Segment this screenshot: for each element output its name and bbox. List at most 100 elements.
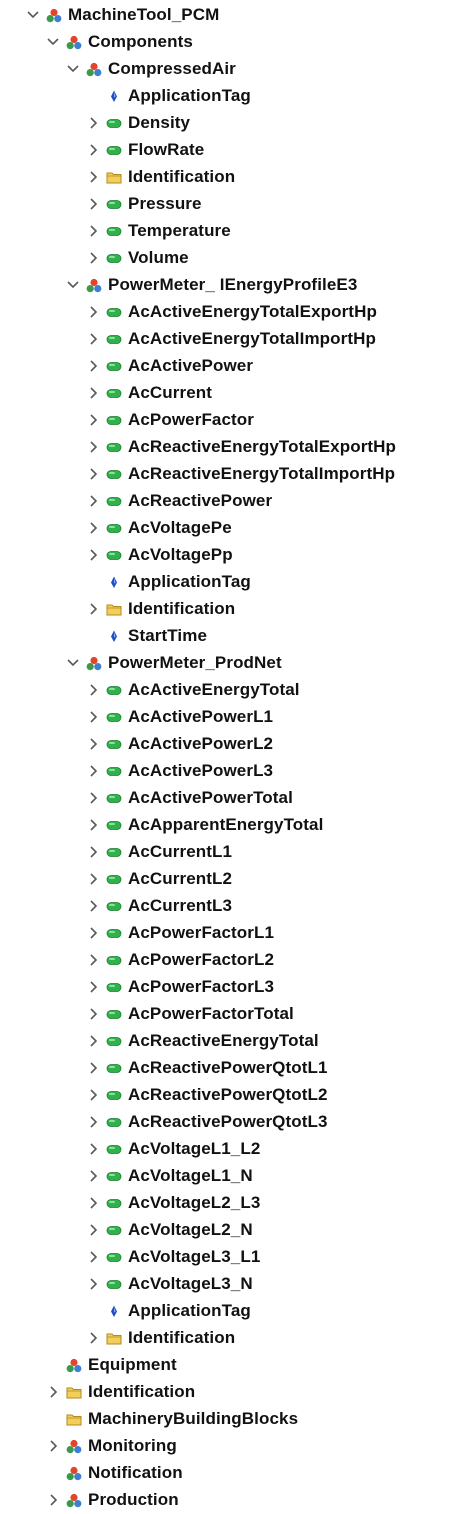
tree-node[interactable]: CompressedAir (0, 56, 469, 83)
chevron-right-icon[interactable] (86, 116, 100, 130)
chevron-right-icon[interactable] (86, 1034, 100, 1048)
tree-node[interactable]: Pressure (0, 191, 469, 218)
chevron-right-icon[interactable] (86, 953, 100, 967)
tree-node[interactable]: AcActivePower (0, 353, 469, 380)
tree-node[interactable]: ApplicationTag (0, 569, 469, 596)
chevron-right-icon[interactable] (86, 1331, 100, 1345)
chevron-right-icon[interactable] (86, 332, 100, 346)
tree-node[interactable]: AcVoltageL3_L1 (0, 1244, 469, 1271)
chevron-right-icon[interactable] (86, 899, 100, 913)
chevron-right-icon[interactable] (86, 1007, 100, 1021)
chevron-right-icon[interactable] (86, 1061, 100, 1075)
chevron-right-icon[interactable] (86, 710, 100, 724)
tree-node[interactable]: FlowRate (0, 137, 469, 164)
chevron-right-icon[interactable] (86, 224, 100, 238)
tree-node[interactable]: AcVoltageL1_L2 (0, 1136, 469, 1163)
chevron-right-icon[interactable] (46, 1493, 60, 1507)
chevron-right-icon[interactable] (86, 1196, 100, 1210)
chevron-right-icon[interactable] (86, 791, 100, 805)
chevron-right-icon[interactable] (86, 1250, 100, 1264)
tree-node[interactable]: Identification (0, 164, 469, 191)
chevron-down-icon[interactable] (26, 8, 40, 22)
chevron-right-icon[interactable] (86, 845, 100, 859)
chevron-down-icon[interactable] (66, 62, 80, 76)
chevron-right-icon[interactable] (86, 737, 100, 751)
tree-node[interactable]: AcPowerFactorL3 (0, 974, 469, 1001)
tree-node[interactable]: AcPowerFactor (0, 407, 469, 434)
chevron-right-icon[interactable] (86, 548, 100, 562)
chevron-right-icon[interactable] (86, 818, 100, 832)
chevron-right-icon[interactable] (86, 386, 100, 400)
chevron-right-icon[interactable] (86, 926, 100, 940)
chevron-right-icon[interactable] (86, 764, 100, 778)
chevron-right-icon[interactable] (86, 980, 100, 994)
tree-node[interactable]: AcCurrentL1 (0, 839, 469, 866)
tree-node[interactable]: AcPowerFactorTotal (0, 1001, 469, 1028)
tree-node[interactable]: Components (0, 29, 469, 56)
chevron-right-icon[interactable] (86, 1169, 100, 1183)
chevron-right-icon[interactable] (86, 494, 100, 508)
tree-node[interactable]: AcReactiveEnergyTotalImportHp (0, 461, 469, 488)
chevron-right-icon[interactable] (86, 1115, 100, 1129)
chevron-right-icon[interactable] (86, 143, 100, 157)
tree-node[interactable]: Temperature (0, 218, 469, 245)
chevron-right-icon[interactable] (86, 602, 100, 616)
tree-node[interactable]: AcActiveEnergyTotal (0, 677, 469, 704)
chevron-down-icon[interactable] (46, 35, 60, 49)
tree-node[interactable]: AcCurrent (0, 380, 469, 407)
tree-node[interactable]: AcActiveEnergyTotalExportHp (0, 299, 469, 326)
chevron-right-icon[interactable] (46, 1385, 60, 1399)
tree-node[interactable]: ApplicationTag (0, 1298, 469, 1325)
tree-node[interactable]: AcReactivePowerQtotL3 (0, 1109, 469, 1136)
tree-node[interactable]: AcReactivePower (0, 488, 469, 515)
chevron-right-icon[interactable] (86, 1088, 100, 1102)
tree-node[interactable]: Density (0, 110, 469, 137)
tree-node[interactable]: MachineryBuildingBlocks (0, 1406, 469, 1433)
chevron-right-icon[interactable] (86, 521, 100, 535)
tree-node[interactable]: Production (0, 1487, 469, 1514)
chevron-right-icon[interactable] (86, 1142, 100, 1156)
tree-node[interactable]: AcPowerFactorL2 (0, 947, 469, 974)
tree-node[interactable]: AcVoltageL3_N (0, 1271, 469, 1298)
chevron-down-icon[interactable] (66, 656, 80, 670)
tree-node[interactable]: AcReactiveEnergyTotal (0, 1028, 469, 1055)
tree-node[interactable]: MachineTool_PCM (0, 2, 469, 29)
chevron-right-icon[interactable] (86, 251, 100, 265)
tree-node[interactable]: AcVoltageL2_N (0, 1217, 469, 1244)
tree-node[interactable]: AcActivePowerL1 (0, 704, 469, 731)
tree-node[interactable]: AcActivePowerL2 (0, 731, 469, 758)
chevron-right-icon[interactable] (86, 683, 100, 697)
tree-node[interactable]: AcVoltageL1_N (0, 1163, 469, 1190)
tree-node[interactable]: StartTime (0, 623, 469, 650)
tree-node[interactable]: AcActivePowerL3 (0, 758, 469, 785)
chevron-right-icon[interactable] (86, 170, 100, 184)
tree-node[interactable]: AcVoltagePp (0, 542, 469, 569)
tree-node[interactable]: AcReactiveEnergyTotalExportHp (0, 434, 469, 461)
tree-node[interactable]: PowerMeter_ IEnergyProfileE3 (0, 272, 469, 299)
tree-node[interactable]: AcPowerFactorL1 (0, 920, 469, 947)
chevron-right-icon[interactable] (86, 413, 100, 427)
chevron-right-icon[interactable] (86, 872, 100, 886)
tree-node[interactable]: AcCurrentL2 (0, 866, 469, 893)
tree-node[interactable]: AcVoltagePe (0, 515, 469, 542)
tree-node[interactable]: Volume (0, 245, 469, 272)
tree-node[interactable]: ApplicationTag (0, 83, 469, 110)
tree-node[interactable]: Identification (0, 1379, 469, 1406)
tree-node[interactable]: AcReactivePowerQtotL2 (0, 1082, 469, 1109)
tree-node[interactable]: Identification (0, 596, 469, 623)
chevron-right-icon[interactable] (86, 467, 100, 481)
tree-node[interactable]: AcActivePowerTotal (0, 785, 469, 812)
chevron-down-icon[interactable] (66, 278, 80, 292)
tree-node[interactable]: AcCurrentL3 (0, 893, 469, 920)
chevron-right-icon[interactable] (86, 359, 100, 373)
chevron-right-icon[interactable] (86, 440, 100, 454)
chevron-right-icon[interactable] (46, 1439, 60, 1453)
tree-node[interactable]: Identification (0, 1325, 469, 1352)
chevron-right-icon[interactable] (86, 305, 100, 319)
tree-node[interactable]: AcReactivePowerQtotL1 (0, 1055, 469, 1082)
tree-node[interactable]: Equipment (0, 1352, 469, 1379)
tree-node[interactable]: PowerMeter_ProdNet (0, 650, 469, 677)
tree-node[interactable]: AcVoltageL2_L3 (0, 1190, 469, 1217)
tree-node[interactable]: AcApparentEnergyTotal (0, 812, 469, 839)
chevron-right-icon[interactable] (86, 1223, 100, 1237)
